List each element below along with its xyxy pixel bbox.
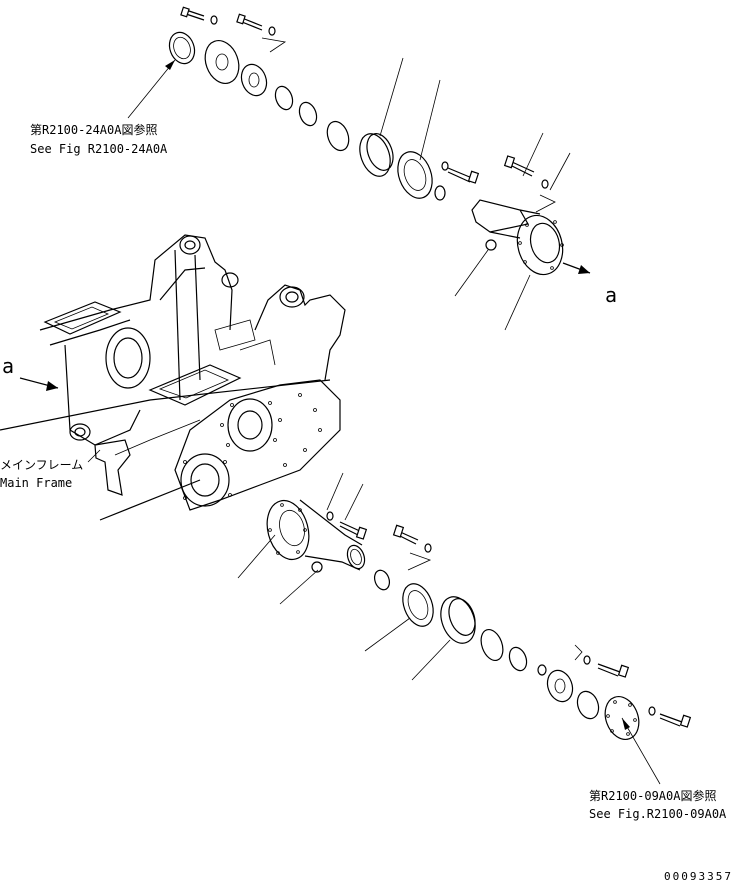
view-marker-right: a [605, 283, 617, 307]
bottom-ref-en: See Fig.R2100-09A0A [589, 807, 727, 821]
lower-axle-assembly [237, 472, 692, 785]
upper-axle-assembly [127, 6, 591, 331]
main-frame-leader [87, 449, 101, 463]
view-arrow-left [19, 377, 59, 391]
top-ref-en: See Fig R2100-24A0A [30, 142, 168, 156]
view-marker-left: a [2, 354, 14, 378]
top-ref-ja: 第R2100-24A0A図参照 [30, 122, 157, 137]
main-frame-label-ja: メインフレーム [0, 458, 83, 472]
drawing-code: 00093357 [664, 870, 733, 883]
main-frame-label-en: Main Frame [0, 476, 72, 490]
bottom-ref-ja: 第R2100-09A0A図参照 [589, 788, 716, 803]
main-frame [0, 234, 346, 521]
